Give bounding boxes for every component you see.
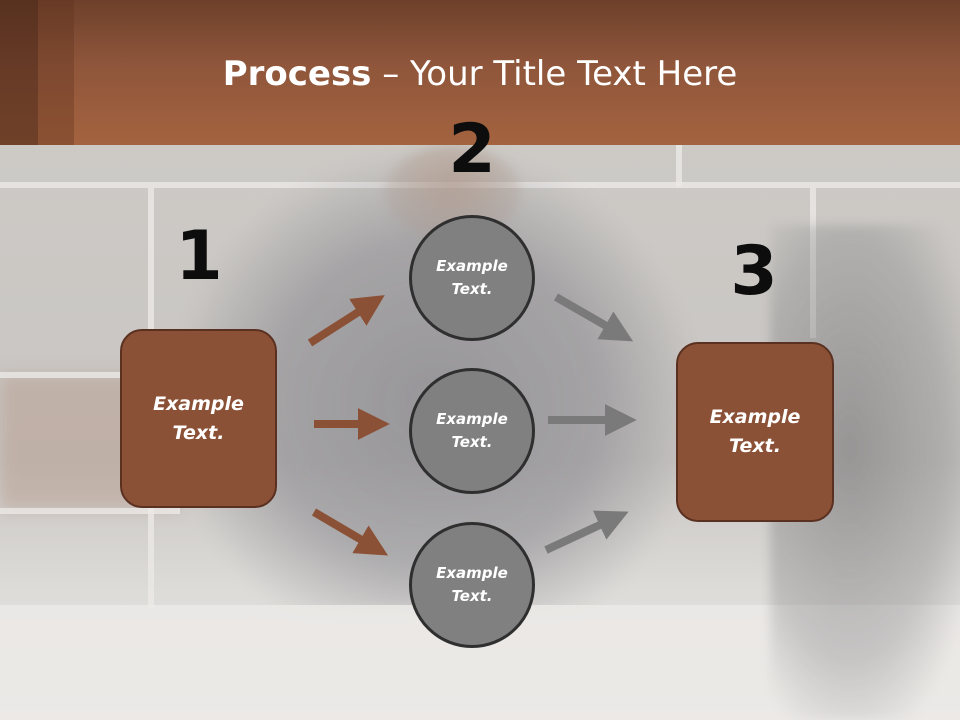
step2-circle-middle: Example Text.	[409, 368, 535, 494]
step3-box: Example Text.	[676, 342, 834, 522]
step2-circle-middle-text: Example Text.	[436, 410, 508, 451]
header-bar: Process – Your Title Text Here	[0, 0, 960, 145]
background-brick-line	[0, 508, 180, 514]
step2-circle-bottom: Example Text.	[409, 522, 535, 648]
arrow-circle1-to-box3	[554, 293, 634, 342]
step2-circle-bottom-text: Example Text.	[436, 564, 508, 605]
step2-circle-top: Example Text.	[409, 215, 535, 341]
step1-box-text: Example Text.	[153, 392, 244, 444]
step1-box: Example Text.	[120, 329, 277, 508]
step-number-3: 3	[730, 232, 778, 311]
slide-title: Process – Your Title Text Here	[0, 52, 960, 96]
step2-circle-top-text: Example Text.	[436, 257, 508, 298]
header-accent	[0, 0, 38, 145]
arrow-circle3-to-box3	[544, 510, 629, 554]
slide-title-bold: Process	[222, 54, 372, 94]
slide-title-rest: – Your Title Text Here	[371, 54, 738, 94]
step3-box-text: Example Text.	[709, 406, 801, 457]
arrow-box1-to-circle3	[311, 508, 389, 556]
background-brick-line	[0, 372, 180, 378]
step-number-2: 2	[448, 110, 496, 189]
arrow-box1-to-circle1	[307, 295, 385, 347]
step-number-1: 1	[175, 217, 223, 296]
header-accent	[38, 0, 74, 145]
